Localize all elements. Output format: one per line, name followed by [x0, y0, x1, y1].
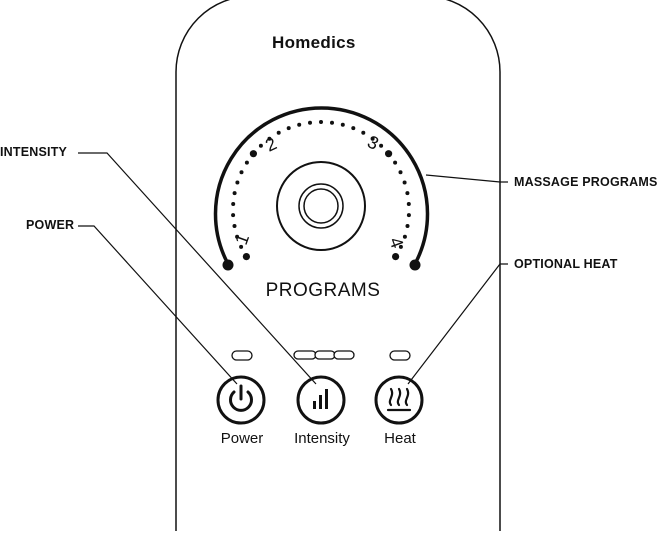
intensity-button[interactable] — [296, 375, 346, 425]
track-dot — [370, 136, 375, 141]
power-leader-line — [78, 225, 238, 385]
program-position-dot — [385, 150, 393, 158]
track-dot — [406, 202, 411, 206]
program-number-2: 2 — [262, 133, 280, 155]
track-dot — [351, 126, 356, 131]
heat-waves-icon — [386, 387, 412, 412]
callout-optional-heat: OPTIONAL HEAT — [514, 257, 618, 271]
track-dot — [406, 213, 411, 218]
program-dial-arc — [213, 106, 430, 263]
track-dot — [405, 191, 410, 196]
heat-label: Heat — [384, 430, 416, 447]
callout-power: POWER — [26, 218, 75, 232]
track-dot — [402, 180, 407, 185]
track-dot — [232, 224, 237, 228]
track-dot — [231, 213, 236, 218]
program-number-3: 3 — [364, 131, 382, 153]
track-dot — [308, 120, 312, 125]
track-dot — [232, 191, 237, 196]
intensity-bars-icon — [313, 389, 328, 409]
callout-intensity: INTENSITY — [0, 145, 68, 159]
track-dot — [398, 244, 403, 249]
remote-body-outline — [175, 0, 501, 531]
program-dotted-track — [231, 120, 411, 261]
program-position-dot — [242, 253, 250, 261]
callout-massage-programs: MASSAGE PROGRAMS — [514, 175, 658, 189]
power-button[interactable] — [216, 375, 266, 425]
massage-programs-leader-line — [425, 174, 508, 183]
track-dot — [297, 122, 302, 127]
track-dot — [276, 130, 281, 135]
track-dot — [340, 122, 345, 127]
track-dot — [361, 130, 366, 135]
track-dot — [319, 120, 323, 124]
track-dot — [393, 160, 398, 165]
track-dot — [267, 136, 272, 141]
brand-logo-text: Homedics — [272, 33, 356, 52]
intensity-label: Intensity — [294, 430, 350, 447]
track-dot — [286, 126, 291, 131]
track-dot — [405, 224, 410, 228]
track-dot — [398, 170, 403, 175]
power-icon — [229, 384, 253, 412]
track-dot — [379, 143, 384, 148]
program-position-dot — [249, 150, 257, 158]
dial-end-dot-left — [222, 259, 234, 271]
dial-end-dot-right — [409, 259, 421, 271]
track-dot — [239, 244, 244, 249]
power-label: Power — [220, 430, 264, 447]
track-dot — [239, 170, 244, 175]
track-dot — [244, 160, 249, 165]
track-dot — [258, 143, 263, 148]
intensity-leader-line — [78, 152, 317, 385]
track-dot — [231, 202, 236, 206]
program-position-dot — [392, 253, 400, 261]
track-dot — [330, 120, 334, 125]
track-dot — [235, 180, 240, 185]
programs-title: PROGRAMS — [265, 280, 381, 301]
heat-indicator-led — [389, 350, 411, 361]
power-indicator-led — [231, 350, 253, 361]
track-dot — [235, 234, 240, 239]
program-select-button[interactable] — [276, 161, 366, 251]
intensity-indicator-leds — [293, 350, 355, 360]
track-dot — [402, 234, 407, 239]
program-number-1: 1 — [231, 231, 253, 247]
optional-heat-leader-line — [407, 263, 508, 385]
heat-button[interactable] — [374, 375, 424, 425]
program-number-4: 4 — [385, 235, 407, 251]
